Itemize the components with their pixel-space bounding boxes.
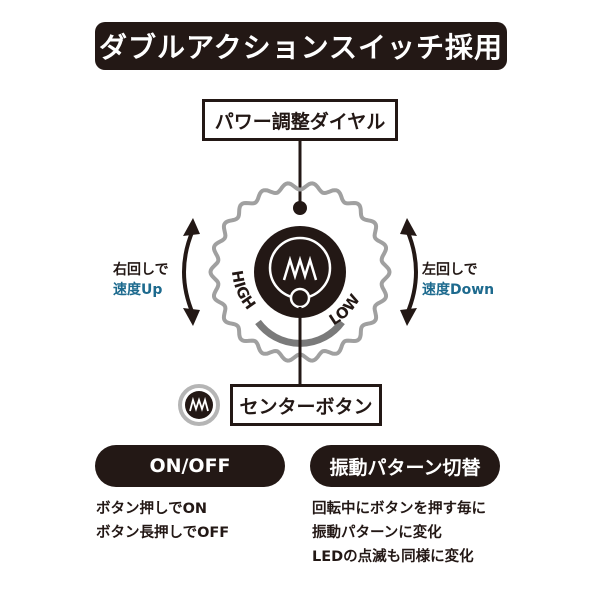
dial-outer-ring xyxy=(208,181,392,363)
left-arrow-head-down xyxy=(183,308,200,326)
center-button-label: センターボタン xyxy=(230,384,382,426)
right-rotate-arrow xyxy=(405,229,418,315)
left-rotate-arrow xyxy=(182,229,195,315)
pattern-description: 回転中にボタンを押す毎に 振動パターンに変化 LEDの点滅も同様に変化 xyxy=(312,497,486,569)
desc-line: ボタン押しでON xyxy=(96,501,208,517)
desc-line: 振動パターンに変化 xyxy=(312,525,442,541)
desc-line: LEDの点滅も同様に変化 xyxy=(312,549,474,565)
zigzag-wave-icon xyxy=(282,255,318,281)
right-arrow-head-up xyxy=(400,218,417,236)
button-icon xyxy=(185,391,213,419)
power-dial-label: パワー調整ダイヤル xyxy=(202,99,398,141)
desc-line: ボタン長押しでOFF xyxy=(96,525,230,541)
rotate-left-line1: 左回しで xyxy=(422,262,478,278)
rotate-right-caption: 右回しで 速度Up xyxy=(113,260,169,300)
dial-indicator-dot xyxy=(293,201,307,215)
title-banner: ダブルアクションスイッチ採用 xyxy=(95,22,507,70)
rotate-left-caption: 左回しで 速度Down xyxy=(422,260,494,300)
speed-up-text: 速度Up xyxy=(113,282,163,298)
left-arrow-head-up xyxy=(183,218,200,236)
onoff-description: ボタン押しでON ボタン長押しでOFF xyxy=(96,497,229,545)
desc-line: 回転中にボタンを押す毎に xyxy=(312,501,486,517)
center-button-dot xyxy=(289,287,311,309)
onoff-pill: ON/OFF xyxy=(95,445,285,487)
button-zigzag-icon xyxy=(189,396,209,412)
pattern-switch-pill: 振動パターン切替 xyxy=(310,445,500,487)
rotate-right-line1: 右回しで xyxy=(113,262,169,278)
speed-down-text: 速度Down xyxy=(422,282,495,298)
right-arrow-head-down xyxy=(400,308,417,326)
